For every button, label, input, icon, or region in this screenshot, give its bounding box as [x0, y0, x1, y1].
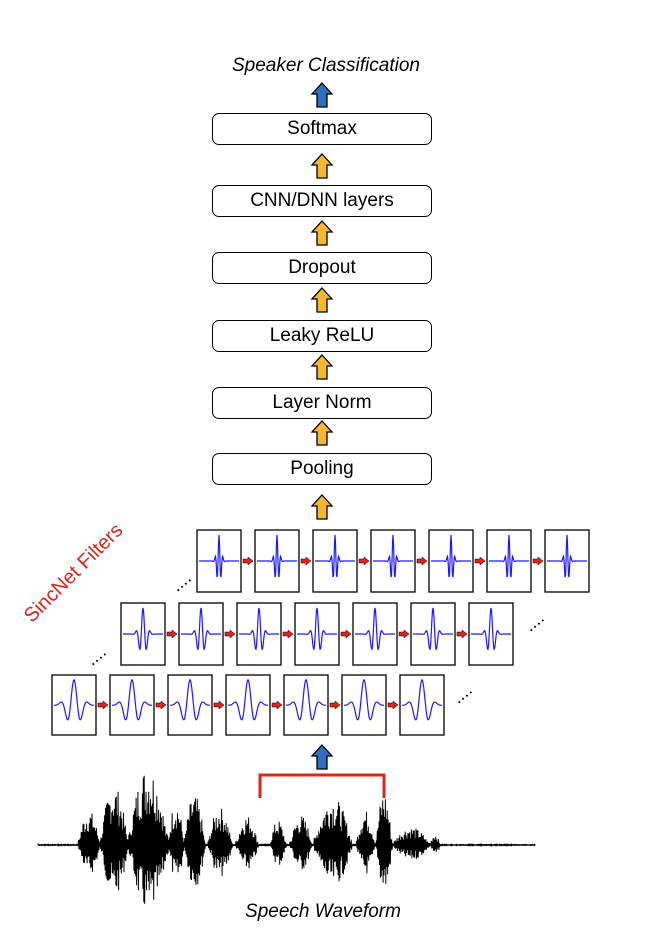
filter-link-arrow-icon — [358, 556, 370, 566]
filter-link-arrow-icon — [97, 700, 109, 710]
sinc-filter — [254, 529, 300, 593]
layer-arrow-icon-1 — [310, 220, 334, 246]
layer-pooling: Pooling — [212, 453, 432, 485]
block-arrows — [310, 82, 334, 770]
sinc-filter — [225, 674, 271, 736]
sinc-filter — [486, 529, 532, 593]
ellipsis-low-right: .... — [448, 679, 476, 707]
filter-link-arrow-icon — [398, 629, 410, 639]
pooling-input-arrow-icon — [310, 494, 334, 520]
ellipsis-mid-right: .... — [520, 607, 548, 635]
speech-waveform — [37, 775, 536, 904]
sinc-filter — [51, 674, 97, 736]
high-frequency-filters — [196, 529, 590, 593]
sinc-filter — [178, 602, 224, 666]
layer-cnn-dnn: CNN/DNN layers — [212, 185, 432, 217]
sinc-filter — [468, 602, 514, 666]
filter-link-arrow-icon — [387, 700, 399, 710]
sinc-filter — [109, 674, 155, 736]
layer-dropout: Dropout — [212, 252, 432, 284]
layer-arrow-icon-4 — [310, 420, 334, 446]
mid-frequency-filters — [120, 602, 514, 666]
filter-link-arrow-icon — [282, 629, 294, 639]
layer-layer-norm: Layer Norm — [212, 387, 432, 419]
filter-link-arrow-icon — [416, 556, 428, 566]
filter-link-arrow-icon — [329, 700, 341, 710]
layer-arrow-icon-2 — [310, 287, 334, 313]
sinc-filter — [120, 602, 166, 666]
filter-link-arrow-icon — [456, 629, 468, 639]
filter-link-arrow-icon — [155, 700, 167, 710]
filter-link-arrow-icon — [340, 629, 352, 639]
input-arrow-icon — [310, 744, 334, 770]
filter-link-arrow-icon — [271, 700, 283, 710]
filter-link-arrow-icon — [224, 629, 236, 639]
sinc-filter — [236, 602, 282, 666]
output-arrow-icon — [310, 82, 334, 108]
sinc-filter — [399, 674, 445, 736]
ellipsis-top-left: .... — [167, 567, 195, 595]
filter-link-arrow-icon — [213, 700, 225, 710]
sinc-filter — [410, 602, 456, 666]
layer-arrow-icon-3 — [310, 354, 334, 380]
output-label: Speaker Classification — [232, 55, 420, 76]
filter-link-arrow-icon — [166, 629, 178, 639]
input-label: Speech Waveform — [245, 901, 401, 922]
filter-link-arrow-icon — [532, 556, 544, 566]
sinc-filter — [428, 529, 474, 593]
sincnet-filter-rows — [51, 529, 590, 736]
sinc-filter — [283, 674, 329, 736]
sinc-filter — [341, 674, 387, 736]
sinc-filter — [370, 529, 416, 593]
filter-link-arrow-icon — [242, 556, 254, 566]
layer-arrow-icon-0 — [310, 153, 334, 179]
sinc-filter — [294, 602, 340, 666]
filter-link-arrow-icon — [474, 556, 486, 566]
layer-softmax: Softmax — [212, 113, 432, 145]
sinc-filter — [544, 529, 590, 593]
selection-bracket — [258, 773, 386, 798]
waveform-signal — [37, 775, 536, 904]
sinc-filter — [312, 529, 358, 593]
ellipsis-mid-left: .... — [82, 641, 110, 669]
sinc-filter — [196, 529, 242, 593]
layer-leaky-relu: Leaky ReLU — [212, 320, 432, 352]
sinc-filter — [167, 674, 213, 736]
sinc-filter — [352, 602, 398, 666]
filter-link-arrow-icon — [300, 556, 312, 566]
low-frequency-filters — [51, 674, 445, 736]
